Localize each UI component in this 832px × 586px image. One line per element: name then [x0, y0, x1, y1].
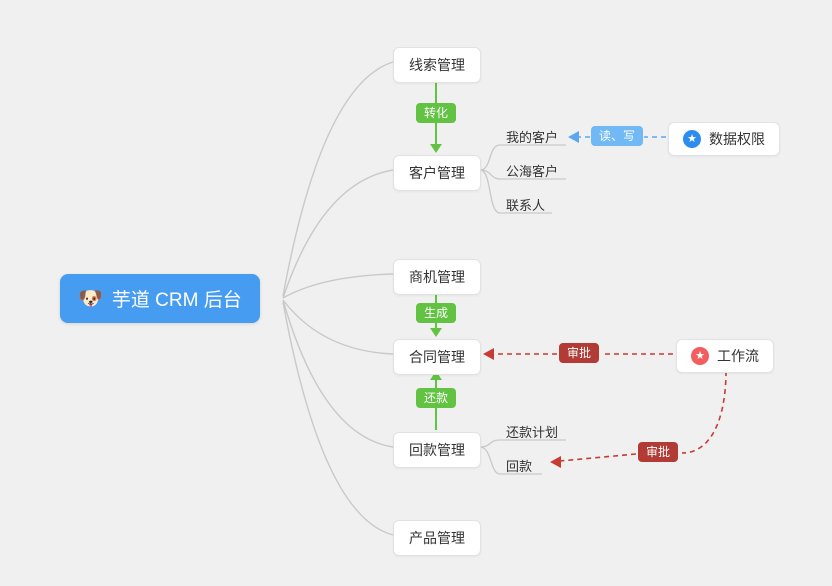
node-workflow: ★ 工作流: [676, 339, 774, 373]
dog-icon: 🐶: [78, 287, 103, 310]
edge-root-receivable: [282, 299, 394, 448]
badge-approve-receivable: 审批: [638, 442, 679, 462]
edge-root-contract: [282, 299, 394, 355]
node-customer: 客户管理: [393, 155, 481, 191]
edge-receivable-plan: [479, 439, 566, 448]
edge-root-opportunity: [282, 273, 394, 299]
child-payment: 回款: [506, 459, 533, 474]
child-repayment-plan: 还款计划: [506, 425, 559, 440]
child-contacts: 联系人: [506, 198, 546, 213]
node-receivable: 回款管理: [393, 432, 481, 468]
badge-convert: 转化: [416, 103, 457, 123]
badge-read-write: 读、写: [591, 126, 644, 146]
edge-root-product: [282, 301, 394, 536]
node-contract: 合同管理: [393, 339, 481, 375]
node-workflow-label: 工作流: [717, 348, 759, 364]
badge-generate: 生成: [416, 303, 457, 323]
child-public-customers: 公海客户: [506, 164, 559, 179]
star-icon: ★: [691, 347, 709, 365]
flow-generate-arrowhead: [430, 328, 442, 337]
node-leads: 线索管理: [393, 47, 481, 83]
approve-receivable-arrowhead: [550, 456, 561, 468]
node-product: 产品管理: [393, 520, 481, 556]
child-my-customers: 我的客户: [506, 130, 559, 145]
edge-root-leads: [282, 61, 394, 297]
root-connectors: [282, 61, 394, 536]
approve-receivable-line: [559, 453, 637, 462]
edge-root-customer: [282, 169, 394, 299]
badge-approve-contract: 审批: [559, 343, 600, 363]
node-opportunity: 商机管理: [393, 259, 481, 295]
perm-arrowhead: [568, 131, 579, 143]
root-label: 芋道 CRM 后台: [111, 290, 242, 311]
green-flow-arrows: [430, 79, 442, 430]
root-node-crm: 🐶 芋道 CRM 后台: [60, 274, 260, 323]
star-icon: ★: [683, 130, 701, 148]
node-data-permission-label: 数据权限: [709, 131, 765, 147]
badge-repay: 还款: [416, 388, 457, 408]
approve-receivable-curve: [681, 370, 727, 454]
node-data-permission: ★ 数据权限: [668, 122, 780, 156]
flow-convert-arrowhead: [430, 144, 442, 153]
approve-contract-arrowhead: [483, 348, 494, 360]
